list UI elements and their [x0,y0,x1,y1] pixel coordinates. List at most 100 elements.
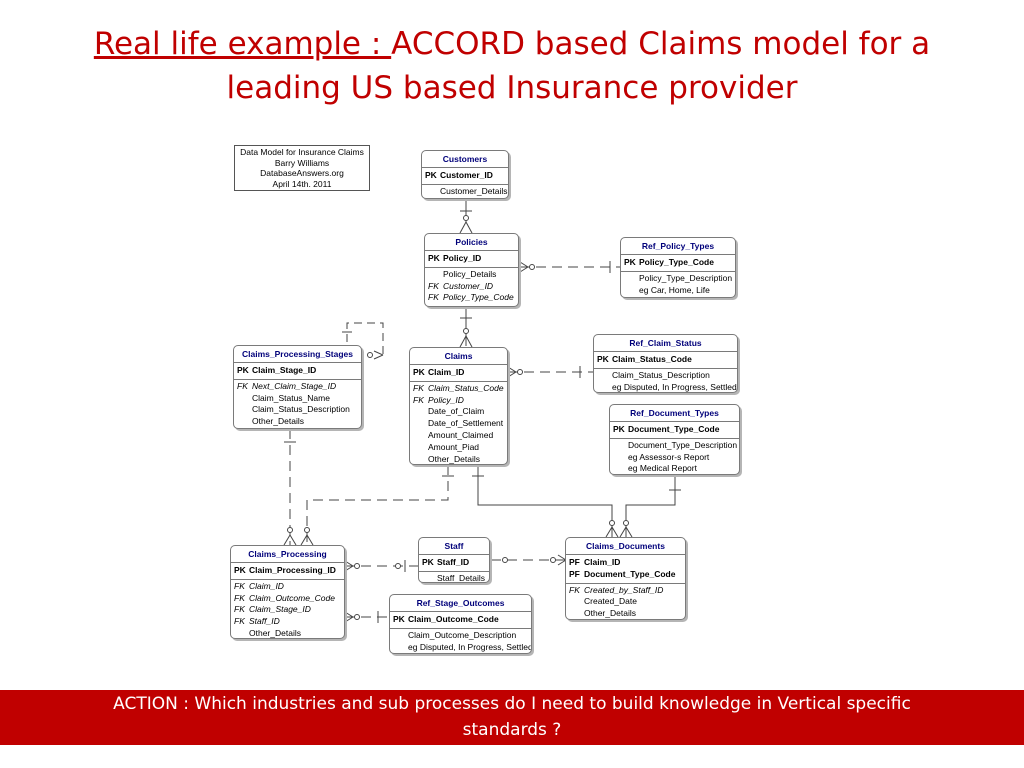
attribute-name: Staff_ID [437,557,470,567]
entity-attribute: eg Disputed, In Progress, Settled [393,642,531,653]
entity-name: Ref_Claim_Status [594,335,737,352]
attribute-name: Policy_Type_Code [639,257,714,267]
entity-name: Ref_Policy_Types [621,238,735,255]
attribute-name: eg Medical Report [628,463,697,474]
key-marker: PK [613,424,625,434]
key-marker: PK [624,257,636,267]
entity-attribute: Document_Type_Description [613,439,738,452]
attribute-name: Policy_Details [443,268,497,279]
entity-attribute: Other_Details [234,627,341,638]
key-marker: PK [428,253,440,263]
entity-attribute: Created_Date [569,596,682,608]
entity-name: Customers [422,151,508,168]
attribute-name: Other_Details [249,627,301,638]
entity-attribute: Policy_Details [428,269,515,281]
attribute-name: Policy_ID [443,253,482,263]
attribute-name: Document_Type_Description [628,439,738,450]
attribute-name: Policy_ID [428,394,464,405]
attribute-name: Amount_Claimed [428,429,494,440]
key-marker: FK [413,382,424,393]
attribute-name: Claim_Status_Description [612,369,710,380]
entity-name: Claims_Processing_Stages [234,346,361,363]
title-rest-part: ACCORD based Claims model for a [391,26,931,62]
attribute-name: Claim_Outcome_Code [408,614,499,624]
entity-attribute: Claim_Outcome_Description [393,630,528,642]
key-marker: FK [428,280,439,291]
key-marker: PK [237,365,249,375]
title-line-1: Real life example : ACCORD based Claims … [40,22,984,66]
attribute-name: Next_Claim_Stage_ID [252,380,337,391]
key-marker: PF [569,557,580,567]
banner-line-2: standards ? [462,720,562,740]
key-marker: PK [234,565,246,575]
entity-attribute: eg Medical Report [613,463,736,474]
attribute-name: Created_by_Staff_ID [584,584,664,595]
attribute-name: Claim_Outcome_Description [408,629,517,640]
entity-attribute: Staff_Details [422,572,486,583]
attribute-name: Claim_Status_Name [252,392,330,403]
key-marker: PF [569,568,580,579]
rel-stages-self [346,322,384,355]
entity-attribute: FK Customer_ID [428,281,515,293]
attribute-name: Policy_Type_Description [639,272,733,283]
attribute-name: Customer_ID [443,280,494,291]
attribute-name: Claim_ID [584,557,621,567]
key-marker: FK [237,380,248,391]
entity-attribute: Other_Details [413,453,504,464]
key-marker: PK [413,367,425,377]
attribute-name: Date_of_Claim [428,406,485,417]
attribute-name: Staff_Details [437,572,486,583]
diagram-info-note: Data Model for Insurance Claims Barry Wi… [234,145,370,191]
entity-attribute: eg Car, Home, Life [624,285,732,297]
entity-attribute: Other_Details [237,416,358,428]
entity-name: Ref_Stage_Outcomes [390,595,531,612]
note-line: DatabaseAnswers.org [260,168,344,178]
note-line: Data Model for Insurance Claims [240,147,364,157]
key-marker: FK [234,616,245,627]
entity-attribute: Date_of_Settlement [413,418,504,430]
key-marker: FK [234,592,245,603]
attribute-name: Document_Type_Code [628,424,720,434]
attribute-section: Staff_Details [419,572,489,583]
attribute-name: Claim_Stage_ID [249,604,311,615]
attribute-name: Other_Details [584,608,636,619]
banner-line-1: ACTION : Which industries and sub proces… [113,694,911,714]
entity-attribute: eg Disputed, In Progress, Settled [597,382,737,392]
attribute-section: Customer_Details [422,185,508,198]
attribute-name: Other_Details [428,453,480,464]
note-line: Barry Williams [274,157,330,168]
